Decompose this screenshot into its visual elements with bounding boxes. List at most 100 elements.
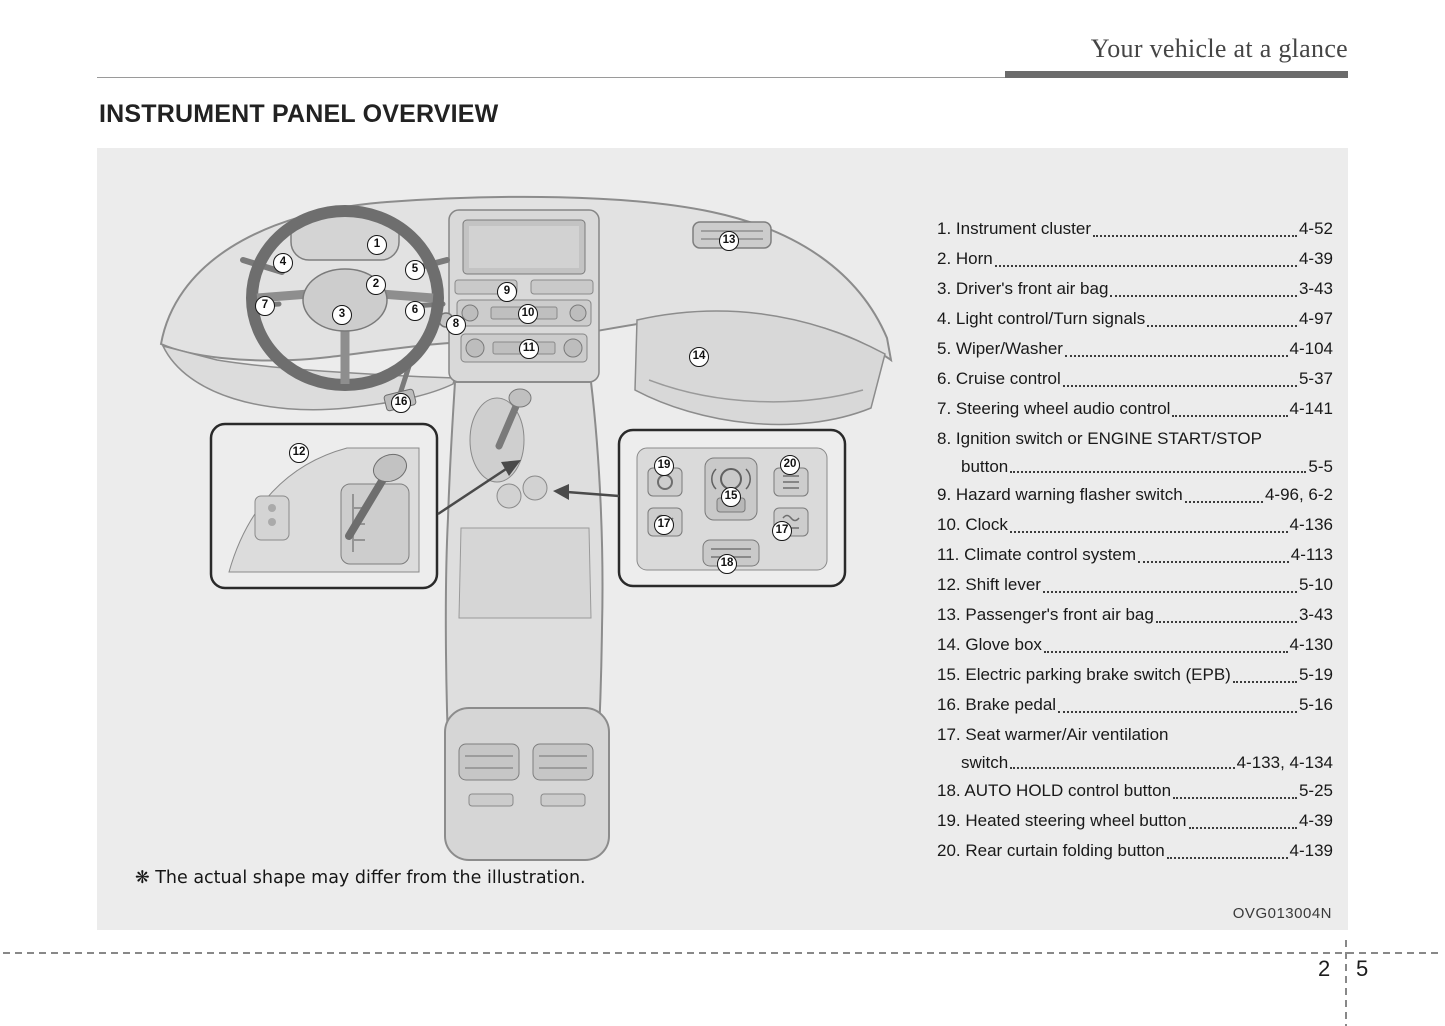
parts-list-item: 19. Heated steering wheel button 4-39: [937, 806, 1333, 836]
dotted-leader: [1172, 415, 1288, 417]
part-label: 6. Cruise control: [937, 369, 1061, 388]
center-stack: [448, 209, 600, 383]
header-accent-bar: [1005, 71, 1348, 78]
dotted-leader: [1188, 827, 1297, 829]
part-page-ref: 4-141: [1289, 399, 1333, 418]
part-page-ref: 3-43: [1298, 605, 1333, 624]
dotted-leader: [1010, 471, 1307, 473]
callout-14: 14: [689, 347, 709, 367]
callout-5: 5: [405, 260, 425, 280]
fold-line: [1345, 940, 1347, 1026]
part-page-ref: 4-39: [1298, 249, 1333, 268]
page-number-section: 2: [1318, 956, 1331, 981]
header-rule: [97, 70, 1348, 78]
part-page-ref: 4-133, 4-134: [1236, 753, 1333, 772]
part-label: 16. Brake pedal: [937, 695, 1057, 714]
parts-list-item: 15. Electric parking brake switch (EPB) 5…: [937, 660, 1333, 690]
callout-12: 12: [289, 443, 309, 463]
chapter-title: Your vehicle at a glance: [1090, 34, 1348, 63]
part-label: 18. AUTO HOLD control button: [937, 781, 1172, 800]
parts-list-item: 14. Glove box 4-130: [937, 630, 1333, 660]
part-row: 8. Ignition switch or ENGINE START/STOP: [937, 424, 1333, 454]
parts-list-item: 16. Brake pedal 5-16: [937, 690, 1333, 720]
dotted-leader: [1062, 385, 1297, 387]
dotted-leader: [1232, 681, 1297, 683]
dotted-leader: [1064, 355, 1288, 357]
part-label-continued: button: [961, 457, 1009, 476]
callout-11: 11: [519, 339, 539, 359]
dotted-leader: [994, 265, 1297, 267]
part-row: 18. AUTO HOLD control button 5-25: [937, 776, 1333, 806]
part-page-ref: 4-130: [1289, 635, 1333, 654]
part-label: 3. Driver's front air bag: [937, 279, 1109, 298]
part-row: 17. Seat warmer/Air ventilation: [937, 720, 1333, 750]
part-row: 9. Hazard warning flasher switch 4-96, 6-…: [937, 480, 1333, 510]
part-row: 15. Electric parking brake switch (EPB) 5…: [937, 660, 1333, 690]
dotted-leader: [1173, 797, 1297, 799]
part-label: 14. Glove box: [937, 635, 1042, 654]
part-row: 2. Horn 4-39: [937, 244, 1333, 274]
part-label: 9. Hazard warning flasher switch: [937, 485, 1183, 504]
dotted-leader: [1009, 531, 1288, 533]
cut-line: [3, 952, 1442, 954]
callout-17: 17: [772, 521, 792, 541]
callout-4: 4: [273, 253, 293, 273]
section-title: INSTRUMENT PANEL OVERVIEW: [99, 100, 499, 128]
part-label: 15. Electric parking brake switch (EPB): [937, 665, 1231, 684]
shift-lever-inset: [209, 422, 439, 590]
dotted-leader: [1110, 295, 1297, 297]
center-console: [444, 381, 604, 793]
parts-list-item: 13. Passenger's front air bag 3-43: [937, 600, 1333, 630]
parts-list-item: 8. Ignition switch or ENGINE START/STOP b…: [937, 424, 1333, 480]
rear-console: [444, 707, 610, 861]
inset2-pointer-line: [566, 490, 620, 498]
dotted-leader: [1042, 591, 1297, 593]
part-page-ref: 4-96, 6-2: [1264, 485, 1333, 504]
part-page-ref: 5-16: [1298, 695, 1333, 714]
part-label: 5. Wiper/Washer: [937, 339, 1063, 358]
callout-6: 6: [405, 301, 425, 321]
callout-2: 2: [366, 275, 386, 295]
callout-15: 15: [721, 487, 741, 507]
callout-17: 17: [654, 515, 674, 535]
part-page-ref: 4-39: [1298, 811, 1333, 830]
part-label: 17. Seat warmer/Air ventilation: [937, 725, 1169, 744]
callout-19: 19: [654, 456, 674, 476]
part-page-ref: 3-43: [1298, 279, 1333, 298]
page-header: Your vehicle at a glance: [97, 34, 1348, 78]
part-row: 6. Cruise control 5-37: [937, 364, 1333, 394]
part-page-ref: 5-5: [1308, 457, 1333, 476]
dotted-leader: [1155, 621, 1297, 623]
part-label: 2. Horn: [937, 249, 993, 268]
part-label: 19. Heated steering wheel button: [937, 811, 1187, 830]
callout-7: 7: [255, 296, 275, 316]
callout-16: 16: [391, 393, 411, 413]
dotted-leader: [1166, 857, 1288, 859]
part-page-ref: 5-37: [1298, 369, 1333, 388]
dotted-leader: [1138, 561, 1289, 563]
part-label: 4. Light control/Turn signals: [937, 309, 1146, 328]
dotted-leader: [1147, 325, 1297, 327]
part-page-ref: 5-19: [1298, 665, 1333, 684]
part-label: 20. Rear curtain folding button: [937, 841, 1165, 860]
part-row: 14. Glove box 4-130: [937, 630, 1333, 660]
parts-list-item: 9. Hazard warning flasher switch 4-96, 6-…: [937, 480, 1333, 510]
dotted-leader: [1010, 767, 1235, 769]
part-label: 13. Passenger's front air bag: [937, 605, 1154, 624]
part-page-ref: 5-25: [1298, 781, 1333, 800]
